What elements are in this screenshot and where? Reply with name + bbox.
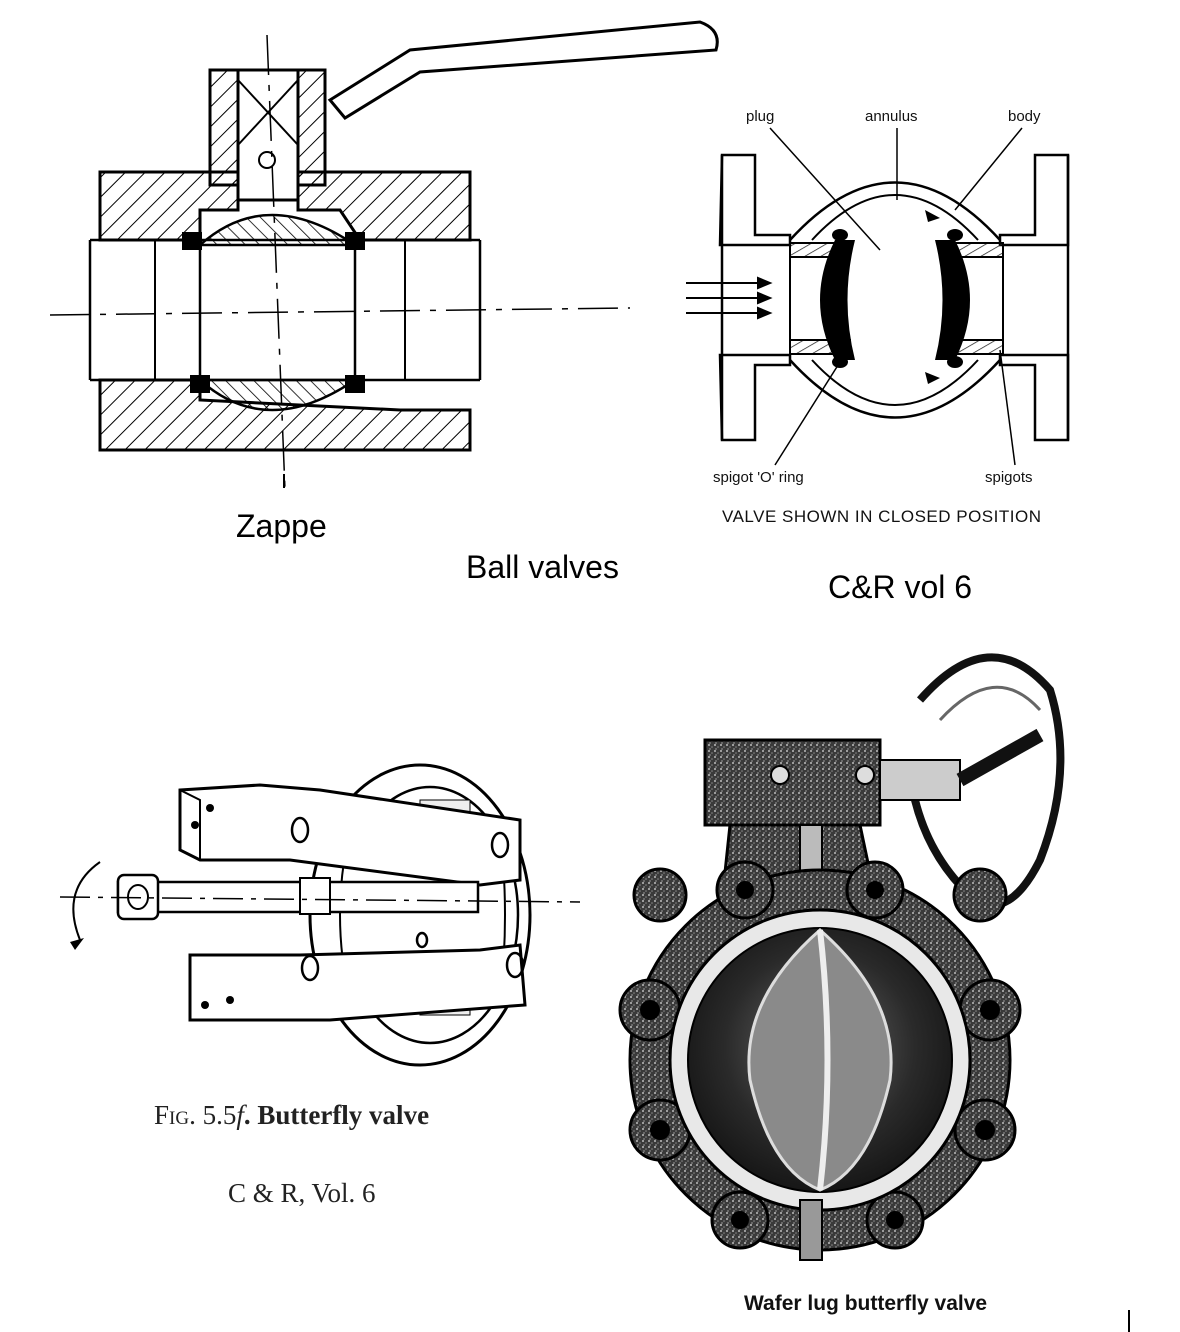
label-annulus: annulus (865, 108, 918, 125)
cr-ball-source: C&R vol 6 (828, 569, 973, 605)
scan-mark (1128, 1310, 1130, 1332)
zappe-caption: Zappe (236, 508, 327, 544)
valve-position-note: VALVE SHOWN IN CLOSED POSITION (722, 507, 1042, 526)
wafer-caption: Wafer lug butterfly valve (744, 1292, 988, 1315)
page-title: Ball valves (466, 549, 619, 585)
scan-mark (283, 474, 285, 488)
label-spigots: spigots (985, 469, 1033, 486)
label-plug: plug (746, 108, 775, 125)
label-body: body (1008, 108, 1041, 125)
fig-prefix: Fig. 5.5 (154, 1100, 237, 1130)
fig-name: . Butterfly valve (243, 1100, 430, 1130)
label-spigot-o-ring: spigot 'O' ring (713, 469, 804, 486)
fig-italic: f (236, 1100, 244, 1130)
butterfly-source: C & R, Vol. 6 (228, 1178, 376, 1208)
butterfly-fig-caption: Fig. 5.5f. Butterfly valve (154, 1100, 429, 1131)
